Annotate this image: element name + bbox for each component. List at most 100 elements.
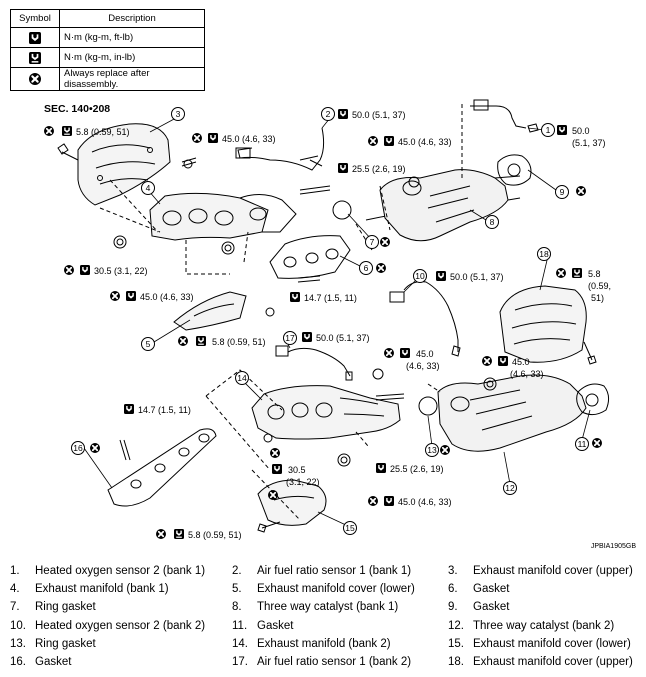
part-number: 14. xyxy=(232,637,248,650)
part-number: 17. xyxy=(232,656,248,668)
part-name: Exhaust manifold cover (lower) xyxy=(257,583,415,596)
torque-nm-icon xyxy=(436,271,446,281)
part-5-manifold-cover-lower xyxy=(173,291,247,331)
replace-icon xyxy=(89,442,101,454)
callout-16: 16 xyxy=(71,441,85,455)
torque-nm-icon xyxy=(498,356,508,366)
torque-inlb-icon xyxy=(196,336,206,346)
torque-spec: 50.0 (5.1, 37) xyxy=(450,272,504,282)
part-number: 7. xyxy=(10,601,20,614)
svg-text:7: 7 xyxy=(370,237,375,247)
torque-nm-icon xyxy=(290,292,300,302)
callout-12: 12 xyxy=(503,481,517,495)
replace-icon xyxy=(575,185,587,197)
part-name: Exhaust manifold (bank 2) xyxy=(257,637,391,650)
callout-13: 13 xyxy=(425,443,439,457)
svg-text:17: 17 xyxy=(285,333,295,343)
svg-text:14: 14 xyxy=(237,373,247,383)
part-6-gasket xyxy=(269,235,351,279)
exhaust-manifold-diagram: SEC. 140•208 xyxy=(43,99,636,550)
replace-icon xyxy=(269,447,281,459)
replace-icon xyxy=(481,355,493,367)
svg-text:18: 18 xyxy=(539,249,549,259)
parts-drawing xyxy=(57,99,610,533)
svg-text:13: 13 xyxy=(427,445,437,455)
part-name: Air fuel ratio sensor 1 (bank 1) xyxy=(257,565,412,577)
torque-spec: 30.5 (3.1, 22) xyxy=(94,266,148,276)
torque-nm-icon xyxy=(338,109,348,119)
part-name: Three way catalyst (bank 1) xyxy=(257,601,399,614)
torque-spec: 45.0 (4.6, 33) xyxy=(222,134,276,144)
callout-6: 6 xyxy=(359,261,373,275)
replace-icon xyxy=(367,135,379,147)
replace-icon xyxy=(191,132,203,144)
part-number: 10. xyxy=(10,619,26,632)
torque-inlb-icon xyxy=(174,529,184,539)
replace-icon xyxy=(379,236,391,248)
part-name: Ring gasket xyxy=(35,601,96,614)
torque-nm-icon xyxy=(80,265,90,275)
part-9-gasket xyxy=(497,154,532,186)
replace-icon xyxy=(109,290,121,302)
torque-spec: 25.5 (2.6, 19) xyxy=(352,164,406,174)
torque-spec: 45.0 (4.6, 33) xyxy=(398,137,452,147)
svg-text:9: 9 xyxy=(560,187,565,197)
torque-nm-icon xyxy=(400,348,410,358)
torque-spec: 25.5 (2.6, 19) xyxy=(390,464,444,474)
part-number: 4. xyxy=(10,583,20,596)
part-name: Heated oxygen sensor 2 (bank 2) xyxy=(35,619,206,632)
replace-icon xyxy=(367,495,379,507)
callout-11: 11 xyxy=(575,437,589,451)
torque-spec: (4.6, 33) xyxy=(406,361,440,371)
part-number: 9. xyxy=(448,601,458,614)
torque-nm-icon xyxy=(208,133,218,143)
part-name: Heated oxygen sensor 2 (bank 1) xyxy=(35,565,206,577)
svg-text:3: 3 xyxy=(176,109,181,119)
torque-nm-icon xyxy=(272,464,282,474)
torque-spec: 50.0 (5.1, 37) xyxy=(316,333,370,343)
svg-text:1: 1 xyxy=(546,125,551,135)
torque-nm-icon xyxy=(384,496,394,506)
callout-4: 4 xyxy=(141,181,155,195)
part-name: Exhaust manifold cover (lower) xyxy=(473,637,631,650)
part-3-manifold-cover-upper xyxy=(77,123,171,206)
replace-icon xyxy=(43,125,55,137)
part-13-ring-gasket xyxy=(418,396,438,416)
part-number: 15. xyxy=(448,637,464,650)
part-name: Gasket xyxy=(473,583,510,596)
svg-text:5: 5 xyxy=(146,339,151,349)
callout-7: 7 xyxy=(365,235,379,249)
torque-spec: (3.1, 22) xyxy=(286,477,320,487)
torque-spec: (4.6, 33) xyxy=(510,369,544,379)
part-number: 1. xyxy=(10,565,20,577)
callout-3: 3 xyxy=(171,107,185,121)
part-name: Three way catalyst (bank 2) xyxy=(473,619,615,632)
part-name: Air fuel ratio sensor 1 (bank 2) xyxy=(257,656,412,668)
torque-spec: 30.5 xyxy=(288,465,306,475)
torque-spec: 51) xyxy=(591,293,604,303)
torque-spec: 45.0 (4.6, 33) xyxy=(140,292,194,302)
part-number: 11. xyxy=(232,619,248,632)
part-12-catalyst-bank2 xyxy=(437,374,587,452)
replace-icon xyxy=(63,264,75,276)
svg-text:4: 4 xyxy=(146,183,151,193)
torque-nm-icon xyxy=(126,291,136,301)
replace-icon xyxy=(439,444,451,456)
torque-nm-icon xyxy=(376,463,386,473)
svg-text:15: 15 xyxy=(345,523,355,533)
replace-icon xyxy=(155,528,167,540)
torque-spec: (0.59, xyxy=(588,281,611,291)
part-18-manifold-cover-upper xyxy=(499,285,587,363)
part-name: Ring gasket xyxy=(35,637,96,650)
callout-17: 17 xyxy=(283,331,297,345)
torque-spec: 50.0 xyxy=(572,126,590,136)
part-number: 2. xyxy=(232,565,242,577)
part-number: 8. xyxy=(232,601,242,614)
part-number: 18. xyxy=(448,656,464,668)
part-14-exhaust-manifold-bank2 xyxy=(251,385,401,440)
part-number: 5. xyxy=(232,583,242,596)
part-8-catalyst-bank1 xyxy=(379,169,509,242)
section-title: SEC. 140•208 xyxy=(44,103,110,115)
part-16-gasket xyxy=(107,428,217,507)
part-number: 3. xyxy=(448,565,458,577)
